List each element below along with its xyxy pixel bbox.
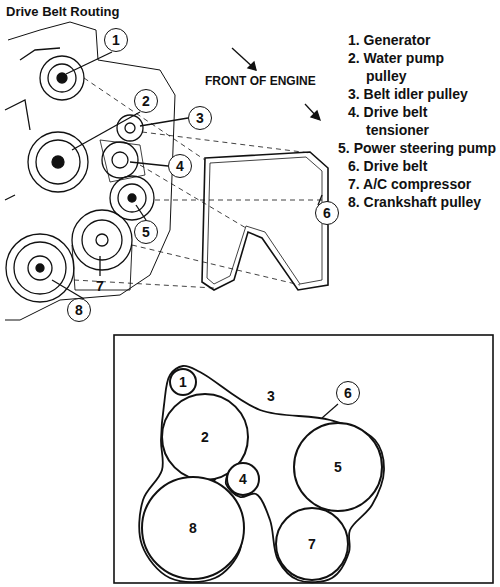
callout-number: 6 bbox=[315, 201, 339, 225]
number-text: 2 bbox=[142, 94, 150, 108]
callout-number: 6 bbox=[336, 381, 360, 405]
number-text: 5 bbox=[334, 460, 342, 474]
callout-number: 4 bbox=[168, 154, 192, 178]
title: Drive Belt Routing bbox=[6, 3, 119, 21]
number-text: 1 bbox=[179, 375, 187, 389]
number-text: 2 bbox=[201, 430, 209, 444]
part-name: 7. A/C compressor bbox=[348, 175, 471, 193]
pulley-circle: 8 bbox=[141, 476, 245, 580]
belt-route bbox=[139, 366, 384, 582]
part-name: 4. Drive belt tensioner bbox=[348, 103, 472, 139]
number-text: 3 bbox=[196, 111, 204, 125]
number-text: 1 bbox=[112, 33, 120, 47]
number-text: 5 bbox=[142, 225, 150, 239]
callout-number: 3 bbox=[267, 387, 275, 405]
callout-number: 5 bbox=[134, 220, 158, 244]
number-text: 7 bbox=[308, 537, 316, 551]
number-text: 4 bbox=[176, 159, 184, 173]
direction-label: FRONT OF ENGINE bbox=[205, 72, 316, 90]
part-name: 6. Drive belt bbox=[348, 157, 427, 175]
part-name: 8. Crankshaft pulley bbox=[348, 193, 481, 211]
part-name: 5. Power steering pump bbox=[338, 139, 496, 157]
callout-number: 1 bbox=[104, 28, 128, 52]
pulley-circle: 1 bbox=[169, 368, 197, 396]
part-name: 2. Water pump pulley bbox=[348, 49, 472, 85]
callout-number: 7 bbox=[96, 277, 104, 295]
number-text: 6 bbox=[323, 206, 331, 220]
diagram-frame bbox=[114, 335, 493, 583]
number-text: 6 bbox=[344, 386, 352, 400]
number-text: 8 bbox=[75, 303, 83, 317]
callout-number: 2 bbox=[134, 89, 158, 113]
callout-number: 8 bbox=[67, 298, 91, 322]
engine-sketch bbox=[5, 22, 328, 320]
pulley-circle: 4 bbox=[226, 462, 260, 496]
number-text: 8 bbox=[189, 521, 197, 535]
part-name: 1. Generator bbox=[348, 31, 430, 49]
drive-belt bbox=[139, 366, 384, 582]
pulley-circle: 7 bbox=[275, 507, 349, 581]
callout-number: 3 bbox=[188, 106, 212, 130]
number-text: 4 bbox=[239, 472, 247, 486]
pulley-circle: 5 bbox=[293, 422, 383, 512]
leader-line bbox=[322, 404, 338, 418]
part-name: 3. Belt idler pulley bbox=[348, 85, 468, 103]
